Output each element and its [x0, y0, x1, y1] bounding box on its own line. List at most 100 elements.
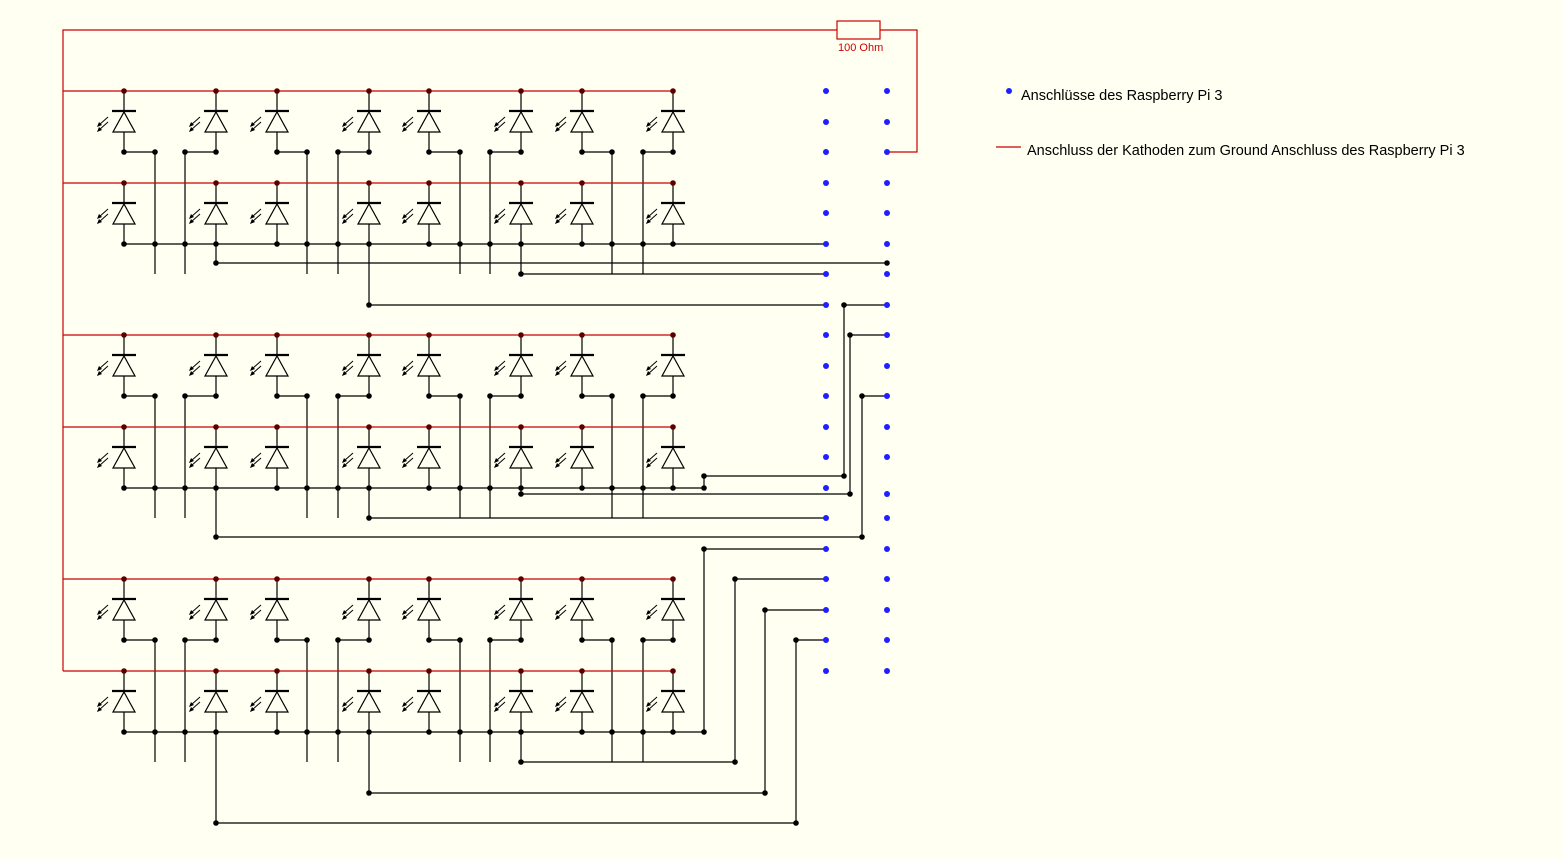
wire-junction: [457, 241, 463, 247]
wire-junction: [182, 149, 188, 155]
wire-junction: [213, 88, 219, 94]
led-diode-icon: [342, 427, 382, 488]
led-part: [508, 446, 534, 469]
wire-junction: [335, 149, 341, 155]
wire-junction: [841, 473, 847, 479]
led-part: [264, 690, 290, 713]
led-part: [646, 463, 651, 468]
wire-junction: [213, 637, 219, 643]
led-diode-icon: [555, 427, 595, 488]
pi-pin-right: [884, 515, 890, 521]
wire-junction: [518, 271, 524, 277]
wire-junction: [121, 668, 127, 674]
led-part: [402, 366, 407, 371]
wire-junction: [152, 149, 158, 155]
led-part: [402, 702, 407, 707]
led-part: [250, 463, 255, 468]
led-part: [97, 707, 102, 712]
wire-junction: [304, 729, 310, 735]
pi-pin-right: [884, 332, 890, 338]
wire-junction: [518, 332, 524, 338]
led-part: [264, 110, 290, 133]
pi-pin-right: [884, 88, 890, 94]
wire-junction: [121, 180, 127, 186]
wire-junction: [487, 729, 493, 735]
legend-ground-label: Anschluss der Kathoden zum Ground Anschl…: [1027, 143, 1465, 159]
led-part: [356, 354, 382, 377]
led-part: [508, 110, 534, 133]
led-part: [342, 610, 347, 615]
wire-junction: [426, 424, 432, 430]
wire-junction: [213, 393, 219, 399]
led-part: [416, 354, 442, 377]
wire-junction: [518, 729, 524, 735]
wire-junction: [518, 491, 524, 497]
wire-junction: [274, 88, 280, 94]
led-diode-icon: [402, 335, 442, 396]
wire-junction: [701, 485, 707, 491]
pi-pin-left: [823, 393, 829, 399]
led-diode-icon: [250, 671, 290, 732]
led-part: [189, 458, 194, 463]
wire-junction: [847, 491, 853, 497]
led-diode-icon: [250, 579, 290, 640]
led-part: [356, 598, 382, 621]
led-diode-icon: [97, 91, 137, 152]
pi-pin-right: [884, 576, 890, 582]
signal-wire: [673, 548, 826, 733]
led-diode-icon: [189, 183, 229, 244]
wire-junction: [457, 485, 463, 491]
led-diode-icon: [342, 335, 382, 396]
led-diode-icon: [402, 671, 442, 732]
led-part: [189, 127, 194, 132]
pi-pin-right: [884, 454, 890, 460]
wire-junction: [152, 241, 158, 247]
signal-wire: [520, 334, 887, 495]
led-part: [646, 371, 651, 376]
wire-junction: [670, 637, 676, 643]
wire-junction: [579, 729, 585, 735]
led-diode-icon: [189, 91, 229, 152]
led-part: [250, 127, 255, 132]
led-diode-icon: [342, 183, 382, 244]
led-diode-icon: [97, 579, 137, 640]
led-part: [342, 615, 347, 620]
wire-junction: [274, 332, 280, 338]
wire-junction: [487, 149, 493, 155]
led-diode-icon: [555, 91, 595, 152]
led-part: [555, 702, 560, 707]
wire-junction: [670, 149, 676, 155]
pi-pin-left: [823, 210, 829, 216]
led-part: [264, 354, 290, 377]
wire-junction: [670, 180, 676, 186]
wire-junction: [274, 393, 280, 399]
wire-junction: [579, 576, 585, 582]
wire-junction: [487, 637, 493, 643]
wire-junction: [121, 149, 127, 155]
pi-pin-right: [884, 180, 890, 186]
led-part: [416, 446, 442, 469]
led-part: [494, 214, 499, 219]
wire-junction: [859, 393, 865, 399]
led-part: [569, 446, 595, 469]
led-diode-icon: [494, 427, 534, 488]
wire-junction: [213, 820, 219, 826]
led-diode-icon: [342, 671, 382, 732]
pi-pin-right: [884, 546, 890, 552]
wire-junction: [847, 332, 853, 338]
wire-junction: [121, 485, 127, 491]
led-part: [97, 463, 102, 468]
wire-junction: [213, 729, 219, 735]
wire-junction: [518, 485, 524, 491]
led-diode-icon: [250, 335, 290, 396]
wire-junction: [366, 88, 372, 94]
pi-pin-left: [823, 241, 829, 247]
led-part: [508, 202, 534, 225]
pi-pin-left: [823, 637, 829, 643]
wire-junction: [579, 88, 585, 94]
wire-junction: [366, 576, 372, 582]
wire-junction: [335, 729, 341, 735]
led-part: [250, 366, 255, 371]
pi-pin-right: [884, 241, 890, 247]
